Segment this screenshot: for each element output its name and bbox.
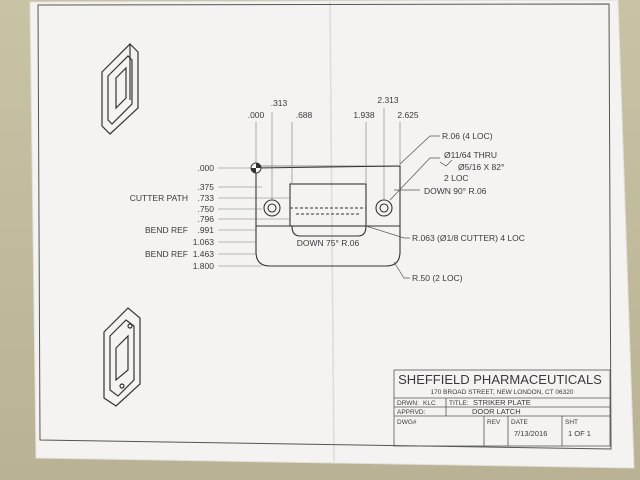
- x-dim-2: .688: [296, 110, 313, 120]
- y-dim-0: .000: [197, 163, 214, 173]
- y-dim-5: .991: [197, 225, 214, 235]
- company-address: 170 BROAD STREET, NEW LONDON, CT 06320: [431, 389, 574, 396]
- countersink-callout: Ø5/16 X 82°: [458, 162, 504, 172]
- x-extension-lines: [255, 108, 401, 200]
- isometric-view-bottom: [103, 307, 141, 407]
- y-dim-8: 1.800: [193, 261, 215, 271]
- callout-leaders: [365, 135, 453, 279]
- x-dim-4: 2.313: [377, 95, 399, 105]
- subtitle-value: DOOR LATCH: [472, 407, 521, 416]
- isometric-view-top: [101, 43, 139, 135]
- drawing-border: [37, 3, 612, 450]
- origin-marker: [250, 162, 262, 174]
- x-dim-5: 2.625: [397, 110, 419, 120]
- date-value: 7/13/2016: [514, 429, 547, 438]
- y-dim-2: .733: [197, 193, 214, 203]
- y-dim-1: .375: [197, 182, 214, 192]
- drwn-label: DRWN:: [397, 400, 419, 407]
- apprvd-label: APPRVD:: [397, 409, 426, 416]
- y-dim-6: 1.063: [193, 237, 215, 247]
- y-extension-lines: [218, 167, 290, 267]
- rev-label: REV: [487, 419, 501, 426]
- x-dim-3: 1.938: [353, 110, 375, 120]
- dwg-label: DWG#: [397, 419, 417, 426]
- hole-size-callout: Ø11/64 THRU: [444, 150, 497, 160]
- fold-crease: [329, 1, 335, 463]
- down-90-callout: DOWN 90° R.06: [424, 186, 487, 196]
- sht-value: 1 OF 1: [568, 429, 591, 438]
- title-value: STRIKER PLATE: [473, 398, 531, 407]
- x-dim-0: .000: [248, 110, 265, 120]
- title-label: TITLE:: [449, 400, 469, 407]
- title-block: [393, 369, 611, 447]
- bend-ref-label-2: BEND REF: [145, 249, 188, 259]
- down-75-callout: DOWN 75° R.06: [297, 238, 360, 248]
- hole-count-callout: 2 LOC: [444, 173, 469, 183]
- y-dim-4: .796: [197, 214, 214, 224]
- sht-label: SHT: [565, 419, 578, 426]
- bend-ref-label-1: BEND REF: [145, 225, 188, 235]
- bottom-radius-callout: R.50 (2 LOC): [412, 273, 463, 283]
- corner-radius-callout: R.06 (4 LOC): [442, 131, 493, 141]
- y-dim-7: 1.463: [193, 249, 215, 259]
- drwn-value: KLC: [423, 400, 436, 407]
- cutter-path-label: CUTTER PATH: [130, 193, 188, 203]
- y-dim-3: .750: [197, 204, 214, 214]
- company-name: SHEFFIELD PHARMACEUTICALS: [398, 372, 602, 387]
- x-dim-1: .313: [271, 98, 288, 108]
- cutter-callout: R.063 (Ø1/8 CUTTER) 4 LOC: [412, 233, 525, 243]
- date-label: DATE: [511, 419, 529, 426]
